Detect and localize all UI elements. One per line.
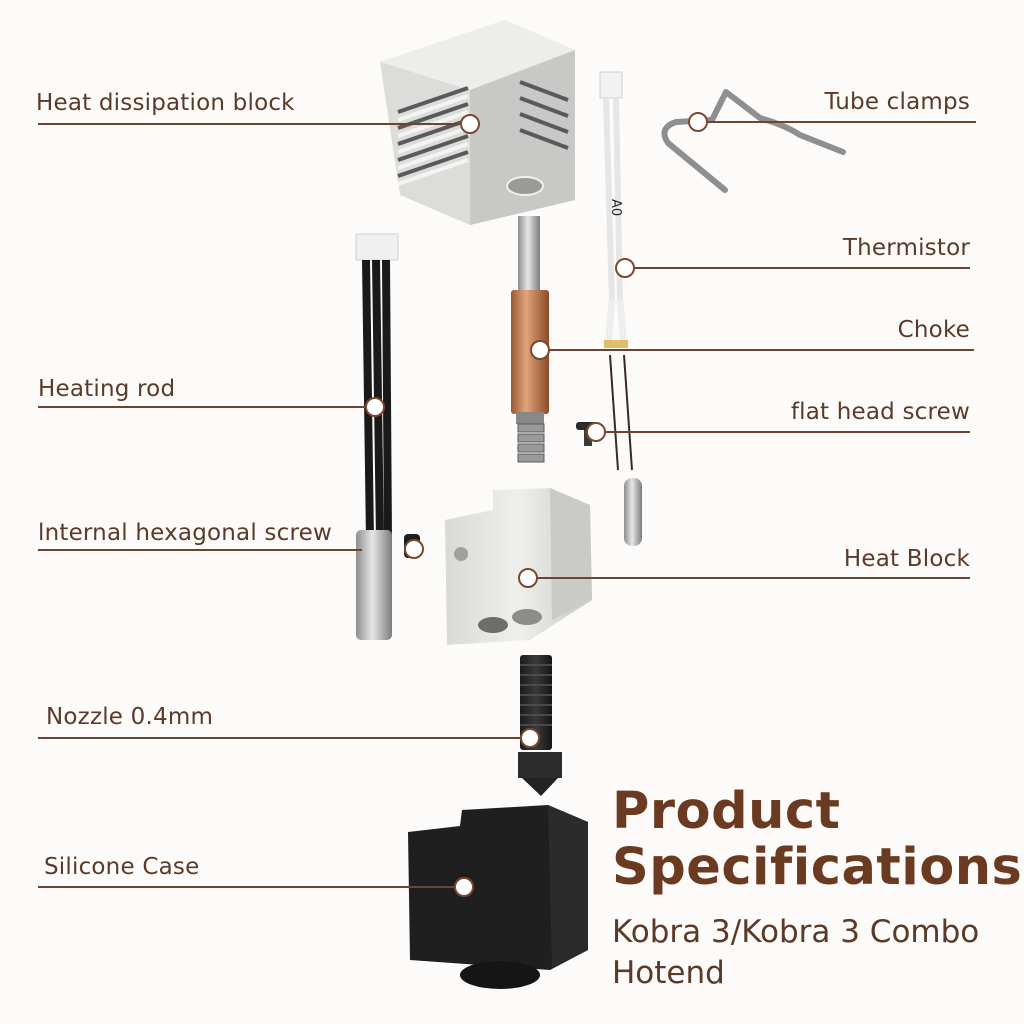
marker-heat-dissipation-block[interactable] xyxy=(460,114,480,134)
marker-silicone-case[interactable] xyxy=(454,877,474,897)
callout-line-choke xyxy=(540,349,974,351)
nozzle-image xyxy=(518,655,562,796)
subtitle-line-1: Kobra 3/Kobra 3 Combo xyxy=(612,914,980,950)
callout-line-heating-rod xyxy=(38,406,374,408)
callout-line-nozzle xyxy=(38,737,530,739)
choke-image xyxy=(511,216,549,463)
marker-heat-block[interactable] xyxy=(518,568,538,588)
callout-line-heat-block xyxy=(528,577,970,579)
label-flat-head-screw: flat head screw xyxy=(790,399,970,425)
marker-tube-clamps[interactable] xyxy=(688,112,708,132)
label-heating-rod: Heating rod xyxy=(38,376,176,402)
heat-dissipation-block-image xyxy=(380,20,575,225)
callout-line-silicone-case xyxy=(38,886,464,888)
label-thermistor: Thermistor xyxy=(842,235,970,261)
marker-nozzle[interactable] xyxy=(520,728,540,748)
label-tube-clamps: Tube clamps xyxy=(824,89,970,115)
label-heat-dissipation-block: Heat dissipation block xyxy=(36,90,295,116)
marker-internal-hexagonal-screw[interactable] xyxy=(404,539,424,559)
title-line-1: Product xyxy=(612,782,841,841)
callout-line-heat-dissipation-block xyxy=(38,123,470,125)
heat-block-image xyxy=(445,488,592,645)
label-heat-block: Heat Block xyxy=(843,546,970,572)
subtitle-line-2: Hotend xyxy=(612,955,725,991)
label-nozzle: Nozzle 0.4mm xyxy=(46,704,214,730)
marker-flat-head-screw[interactable] xyxy=(586,422,606,442)
label-choke: Choke xyxy=(897,317,970,343)
heating-rod-image xyxy=(355,233,399,640)
callout-line-flat-head-screw xyxy=(596,431,970,433)
title-line-2: Specifications xyxy=(612,838,1023,897)
callout-line-internal-hexagonal-screw xyxy=(38,549,362,551)
label-silicone-case: Silicone Case xyxy=(44,854,200,880)
marker-heating-rod[interactable] xyxy=(365,397,385,417)
silicone-case-image xyxy=(408,805,588,989)
product-subtitle: Kobra 3/Kobra 3 Combo Hotend xyxy=(612,912,979,994)
callout-line-thermistor xyxy=(625,267,970,269)
tube-clamps-image xyxy=(661,89,846,193)
product-title: Product Specifications xyxy=(612,784,1022,896)
thermistor-image: A0 xyxy=(599,71,642,546)
marker-thermistor[interactable] xyxy=(615,258,635,278)
callout-line-tube-clamps xyxy=(698,121,976,123)
label-internal-hexagonal-screw: lnternal hexagonal screw xyxy=(38,520,332,546)
svg-text:A0: A0 xyxy=(608,199,623,216)
marker-choke[interactable] xyxy=(530,340,550,360)
